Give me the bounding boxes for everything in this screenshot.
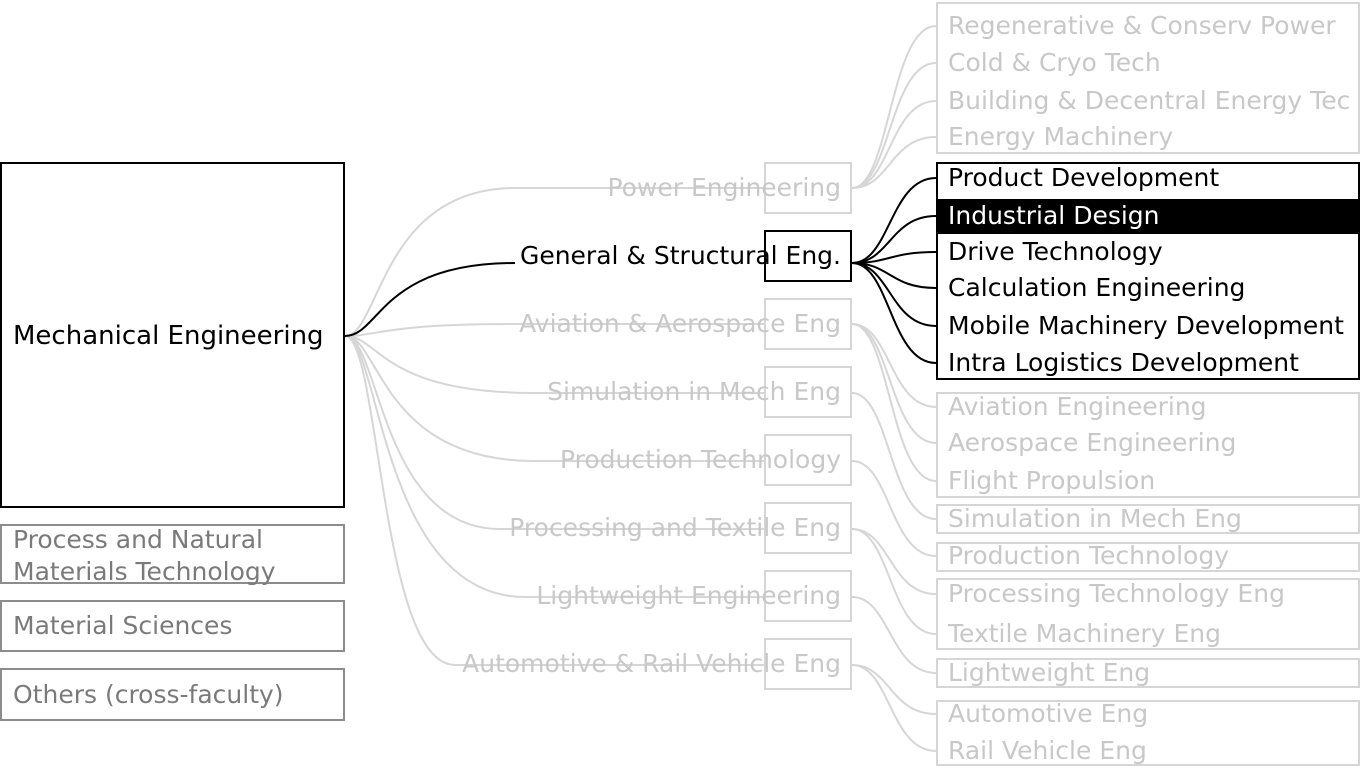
leaf-lightweight-eng[interactable]: Lightweight Eng xyxy=(948,658,1151,687)
node-box-processing[interactable] xyxy=(764,502,852,554)
label-processing-textile[interactable]: Processing and Textile Eng xyxy=(509,513,841,542)
node-box-simulation[interactable] xyxy=(764,366,852,418)
label-power-engineering[interactable]: Power Engineering xyxy=(607,173,841,202)
selected-leaf-highlight xyxy=(936,199,1360,234)
group-aviation-leaves xyxy=(936,392,1360,498)
leaf-intra-logistics[interactable]: Intra Logistics Development xyxy=(948,348,1299,377)
link-mech-general xyxy=(344,262,516,337)
leaf-aerospace-engineering[interactable]: Aerospace Engineering xyxy=(948,428,1237,457)
link-mech-processing xyxy=(344,335,764,530)
label-aviation-aerospace[interactable]: Aviation & Aerospace Eng xyxy=(519,309,841,338)
leaf-drive-technology[interactable]: Drive Technology xyxy=(948,237,1163,266)
link-mech-aviation xyxy=(344,323,764,337)
leaf-product-development[interactable]: Product Development xyxy=(948,163,1220,192)
group-processing-leaves xyxy=(936,578,1360,650)
leaf-cold-cryo[interactable]: Cold & Cryo Tech xyxy=(948,48,1161,77)
label-simulation-mech[interactable]: Simulation in Mech Eng xyxy=(547,377,841,406)
link-mech-simulation xyxy=(344,335,764,394)
label-lightweight-engineering[interactable]: Lightweight Engineering xyxy=(536,581,841,610)
leaf-production-technology[interactable]: Production Technology xyxy=(948,541,1229,570)
link-mech-lightweight xyxy=(344,335,764,598)
leaf-processing-technology[interactable]: Processing Technology Eng xyxy=(948,579,1285,608)
leaf-rail-vehicle-eng[interactable]: Rail Vehicle Eng xyxy=(948,736,1147,765)
group-production-leaves xyxy=(936,542,1360,572)
node-label: Mechanical Engineering xyxy=(13,321,324,351)
leaf-flight-propulsion[interactable]: Flight Propulsion xyxy=(948,466,1156,495)
link-mech-automotive xyxy=(344,335,764,666)
node-material-sciences[interactable]: Material Sciences xyxy=(0,600,345,652)
node-box-aviation[interactable] xyxy=(764,298,852,350)
node-label: Process and Natural Materials Technology xyxy=(13,525,276,586)
leaf-energy-machinery[interactable]: Energy Machinery xyxy=(948,122,1174,151)
leaf-aviation-engineering[interactable]: Aviation Engineering xyxy=(948,392,1207,421)
node-box-general[interactable] xyxy=(764,230,852,282)
group-power-leaves xyxy=(936,2,1360,154)
link-mech-power xyxy=(344,187,764,337)
node-box-power[interactable] xyxy=(764,162,852,214)
leaf-mobile-machinery[interactable]: Mobile Machinery Development xyxy=(948,311,1344,340)
node-box-automotive[interactable] xyxy=(764,638,852,690)
label-general-structural[interactable]: General & Structural Eng. xyxy=(519,241,841,270)
node-mechanical-engineering[interactable]: Mechanical Engineering xyxy=(0,162,345,508)
group-general-leaves xyxy=(936,162,1360,380)
leaf-automotive-eng[interactable]: Automotive Eng xyxy=(948,699,1149,728)
node-others-cross-faculty[interactable]: Others (cross-faculty) xyxy=(0,668,345,721)
node-box-production[interactable] xyxy=(764,434,852,486)
group-simulation-leaves xyxy=(936,504,1360,534)
leaf-building-decentral-energy[interactable]: Building & Decentral Energy Tec xyxy=(948,86,1351,115)
group-automotive-leaves xyxy=(936,700,1360,766)
leaf-calculation-engineering[interactable]: Calculation Engineering xyxy=(948,273,1246,302)
node-label: Others (cross-faculty) xyxy=(13,680,284,709)
group-lightweight-leaves xyxy=(936,658,1360,688)
leaf-textile-machinery[interactable]: Textile Machinery Eng xyxy=(948,619,1221,648)
node-box-lightweight[interactable] xyxy=(764,570,852,622)
leaf-regenerative-power[interactable]: Regenerative & Conserv Power xyxy=(948,11,1336,40)
leaf-industrial-design[interactable]: Industrial Design xyxy=(948,201,1160,230)
link-mech-production xyxy=(344,335,764,462)
node-process-natural-materials[interactable]: Process and Natural Materials Technology xyxy=(0,524,345,586)
leaf-simulation-mech[interactable]: Simulation in Mech Eng xyxy=(948,504,1242,533)
label-automotive-rail[interactable]: Automotive & Rail Vehicle Eng xyxy=(462,649,841,678)
node-label: Material Sciences xyxy=(13,611,233,640)
label-production-technology[interactable]: Production Technology xyxy=(560,445,841,474)
